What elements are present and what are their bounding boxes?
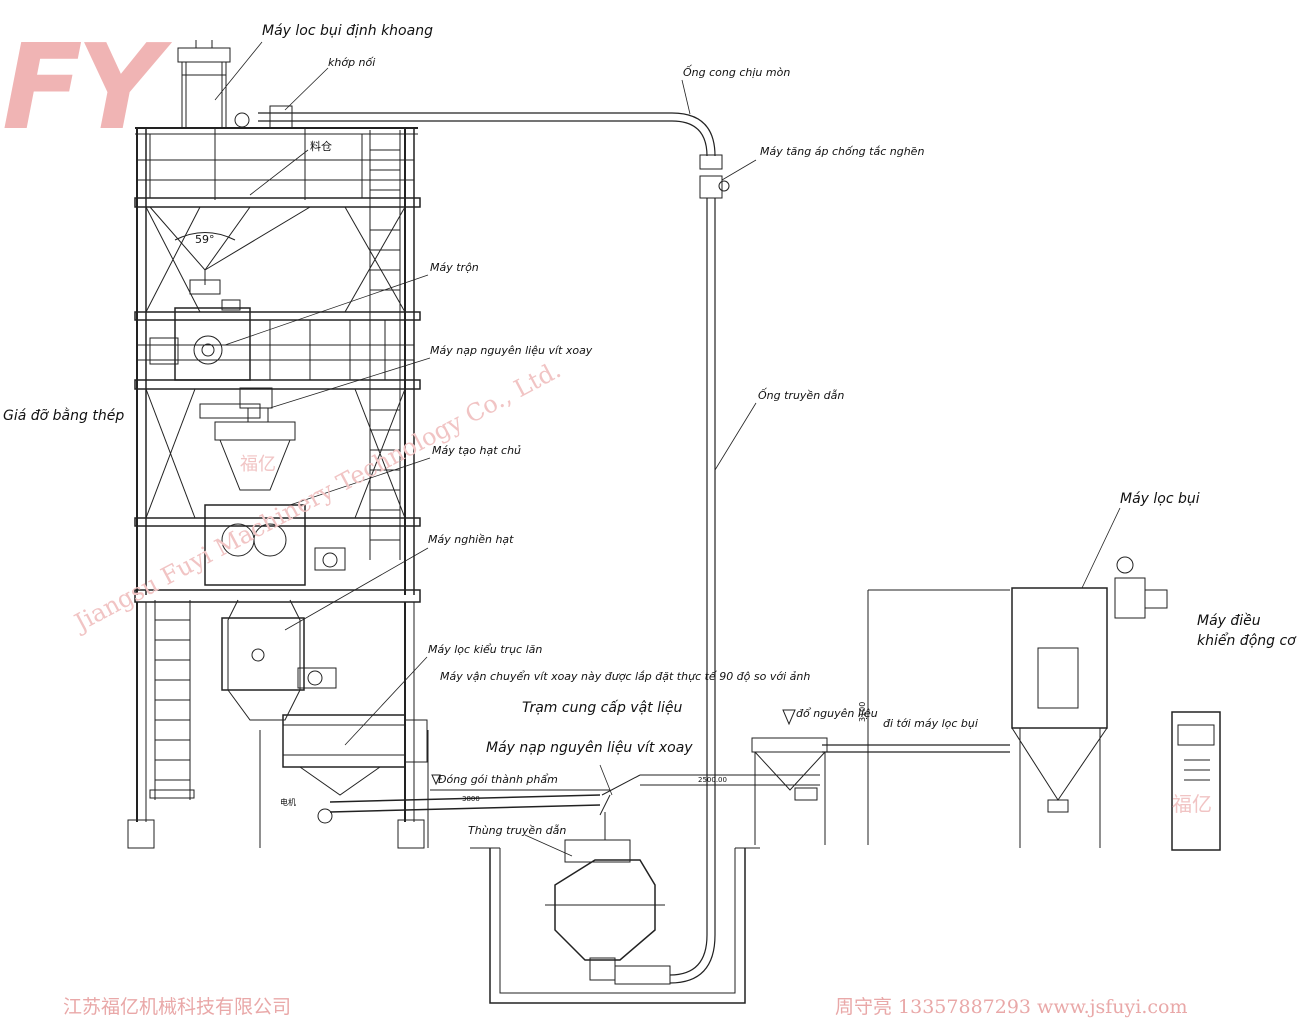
- transfer-tank: [545, 812, 671, 985]
- granulator: [204, 421, 346, 586]
- steel-frame: [127, 127, 425, 849]
- label-angle: 59°: [195, 233, 215, 246]
- dim-3100: 3100: [858, 701, 867, 722]
- label-silo: 料仓: [310, 140, 332, 153]
- top-dust-filter: [177, 40, 250, 129]
- label-booster: Máy tăng áp chống tắc nghẽn: [760, 145, 925, 158]
- label-packaging: Đóng gói thành phẩm: [438, 773, 558, 786]
- roller-sieve: [259, 714, 429, 848]
- motor-control-cabinet: [1171, 711, 1221, 851]
- label-dust-collector: Máy lọc bụi: [1120, 491, 1200, 507]
- silo: [149, 133, 363, 285]
- label-to-dust-filter: đi tới máy lọc bụi: [883, 717, 978, 730]
- label-transfer-tank: Thùng truyền dẫn: [468, 824, 567, 837]
- label-steel-frame: Giá đỡ bằng thép: [3, 408, 125, 424]
- label-transport-pipe: Ống truyền dẫn: [758, 389, 845, 402]
- dust-collector: [867, 556, 1168, 848]
- label-crusher: Máy nghiền hạt: [428, 533, 514, 546]
- dim-3800: 3800: [462, 795, 480, 803]
- label-screw-feeder-bottom: Máy nạp nguyên liệu vít xoay: [486, 740, 693, 756]
- crusher: [221, 599, 337, 721]
- screw-feeder-top: [199, 387, 273, 423]
- label-joint: khớp nối: [328, 56, 376, 69]
- label-screw-feeder-top: Máy nạp nguyên liệu vít xoay: [430, 344, 593, 357]
- label-curved-pipe: Ống cong chịu mòn: [683, 66, 791, 79]
- supply-station: [751, 737, 1010, 845]
- watermark-cn-left: 福亿: [240, 454, 276, 475]
- flow-arrows: [431, 709, 796, 786]
- label-screw-note: Máy vận chuyển vít xoay này được lắp đặt…: [440, 670, 811, 683]
- watermark-cn-right: 福亿: [1172, 792, 1212, 816]
- label-motor-cn: 电机: [280, 798, 296, 807]
- label-mixer: Máy trộn: [430, 261, 479, 274]
- footer-contact: 周守亮 13357887293 www.jsfuyi.com: [835, 996, 1188, 1018]
- label-supply-station: Trạm cung cấp vật liệu: [522, 700, 683, 716]
- label-motor-control: Máy điều khiển động cơ: [1197, 613, 1296, 649]
- footer-company: 江苏福亿机械科技有限公司: [63, 996, 292, 1018]
- mixer: [149, 279, 251, 381]
- leader-lines: [214, 41, 1121, 857]
- label-top-dust-filter: Máy loc bụi định khoang: [262, 23, 433, 39]
- label-roller-sieve: Máy lọc kiểu trục lăn: [428, 643, 543, 656]
- brand-logo: FY: [2, 18, 162, 156]
- label-pour-material: đổ nguyên liệu: [796, 707, 878, 720]
- label-granulator: Máy tạo hạt chủ: [432, 444, 522, 457]
- pit: [470, 847, 760, 1004]
- dim-2500: 2500.00: [698, 776, 727, 784]
- transport-pipe: [258, 105, 730, 984]
- screw-conveyor: [317, 774, 820, 824]
